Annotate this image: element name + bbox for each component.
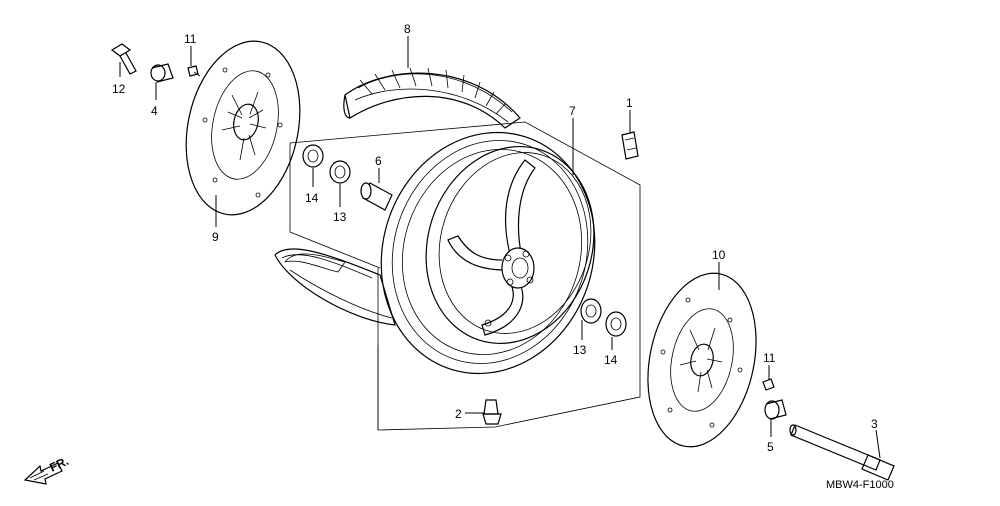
bolt-11-left [187,65,201,77]
tire [343,67,521,129]
brake-disc-right [647,272,757,448]
bearing-14-left [302,144,324,168]
tire-lower-section [274,248,396,326]
bolt-12 [110,43,137,75]
front-direction-indicator: FR. [23,454,71,485]
bolt-11-right [762,378,775,391]
callout-14-left: 14 [305,191,319,205]
callout-12: 12 [112,82,126,96]
callout-6: 6 [375,154,382,168]
spacer-5 [764,399,787,420]
callout-13-left: 13 [333,210,347,224]
callout-1: 1 [626,96,633,110]
wheel-rim [380,131,596,375]
assembly-outline [289,121,641,431]
callouts: 12 4 11 8 9 1 7 6 14 13 13 14 10 11 5 2 … [112,22,878,454]
spacer-4 [150,63,174,83]
arrow-icon [23,462,63,485]
callout-8: 8 [404,22,411,36]
dust-seal-14-right [605,311,627,337]
callout-3: 3 [871,417,878,431]
direction-label: FR. [47,454,70,475]
axle [789,424,895,481]
callout-9: 9 [212,230,219,244]
valve-stem-2 [482,399,502,425]
callout-10: 10 [712,248,726,262]
leader-lines [119,36,881,459]
callout-14-right: 14 [604,353,618,367]
figure-code: MBW4-F1000 [826,479,894,491]
callout-11-right: 11 [763,351,776,365]
callout-13-right: 13 [573,343,587,357]
collar-6 [360,182,393,211]
callout-7: 7 [569,104,576,118]
callout-2: 2 [455,407,462,421]
callout-4: 4 [151,104,158,118]
balance-weight-1 [621,131,639,160]
brake-disc-left [185,40,301,216]
callout-11-left: 11 [184,32,197,46]
dust-seal-13-left [329,160,351,184]
callout-5: 5 [767,440,774,454]
bearing-13-right [580,298,602,324]
